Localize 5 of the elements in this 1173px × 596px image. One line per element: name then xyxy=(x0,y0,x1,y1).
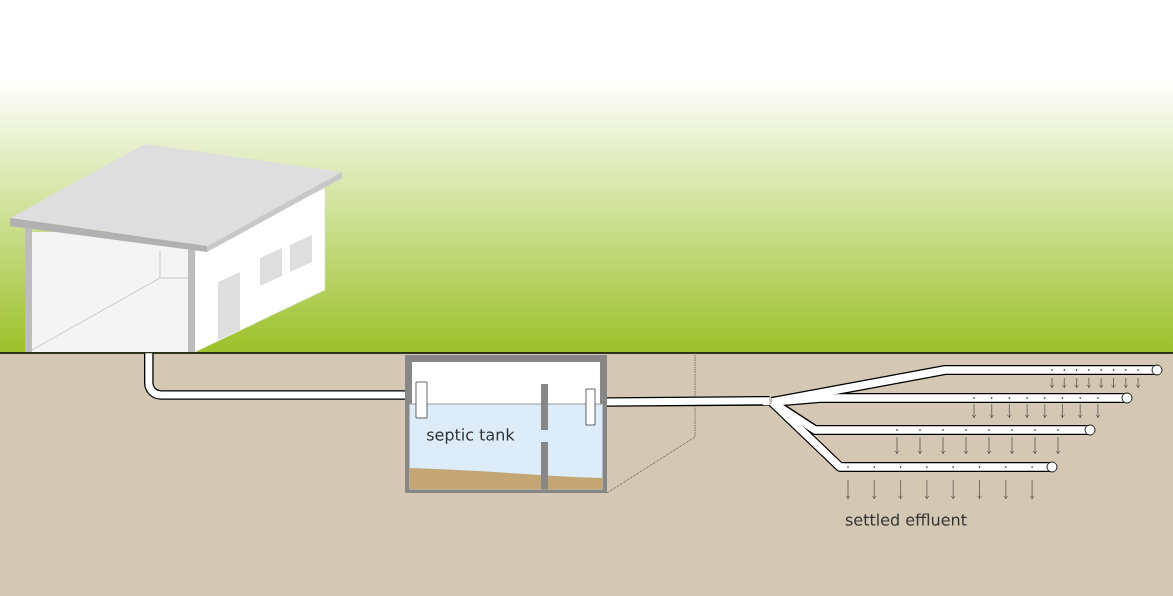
tank-label: septic tank xyxy=(427,428,515,444)
septic-tank xyxy=(405,355,607,493)
drain-field-drawing xyxy=(768,364,1163,526)
caption-text: settled effluent xyxy=(845,513,967,526)
house-drawing xyxy=(10,144,342,353)
